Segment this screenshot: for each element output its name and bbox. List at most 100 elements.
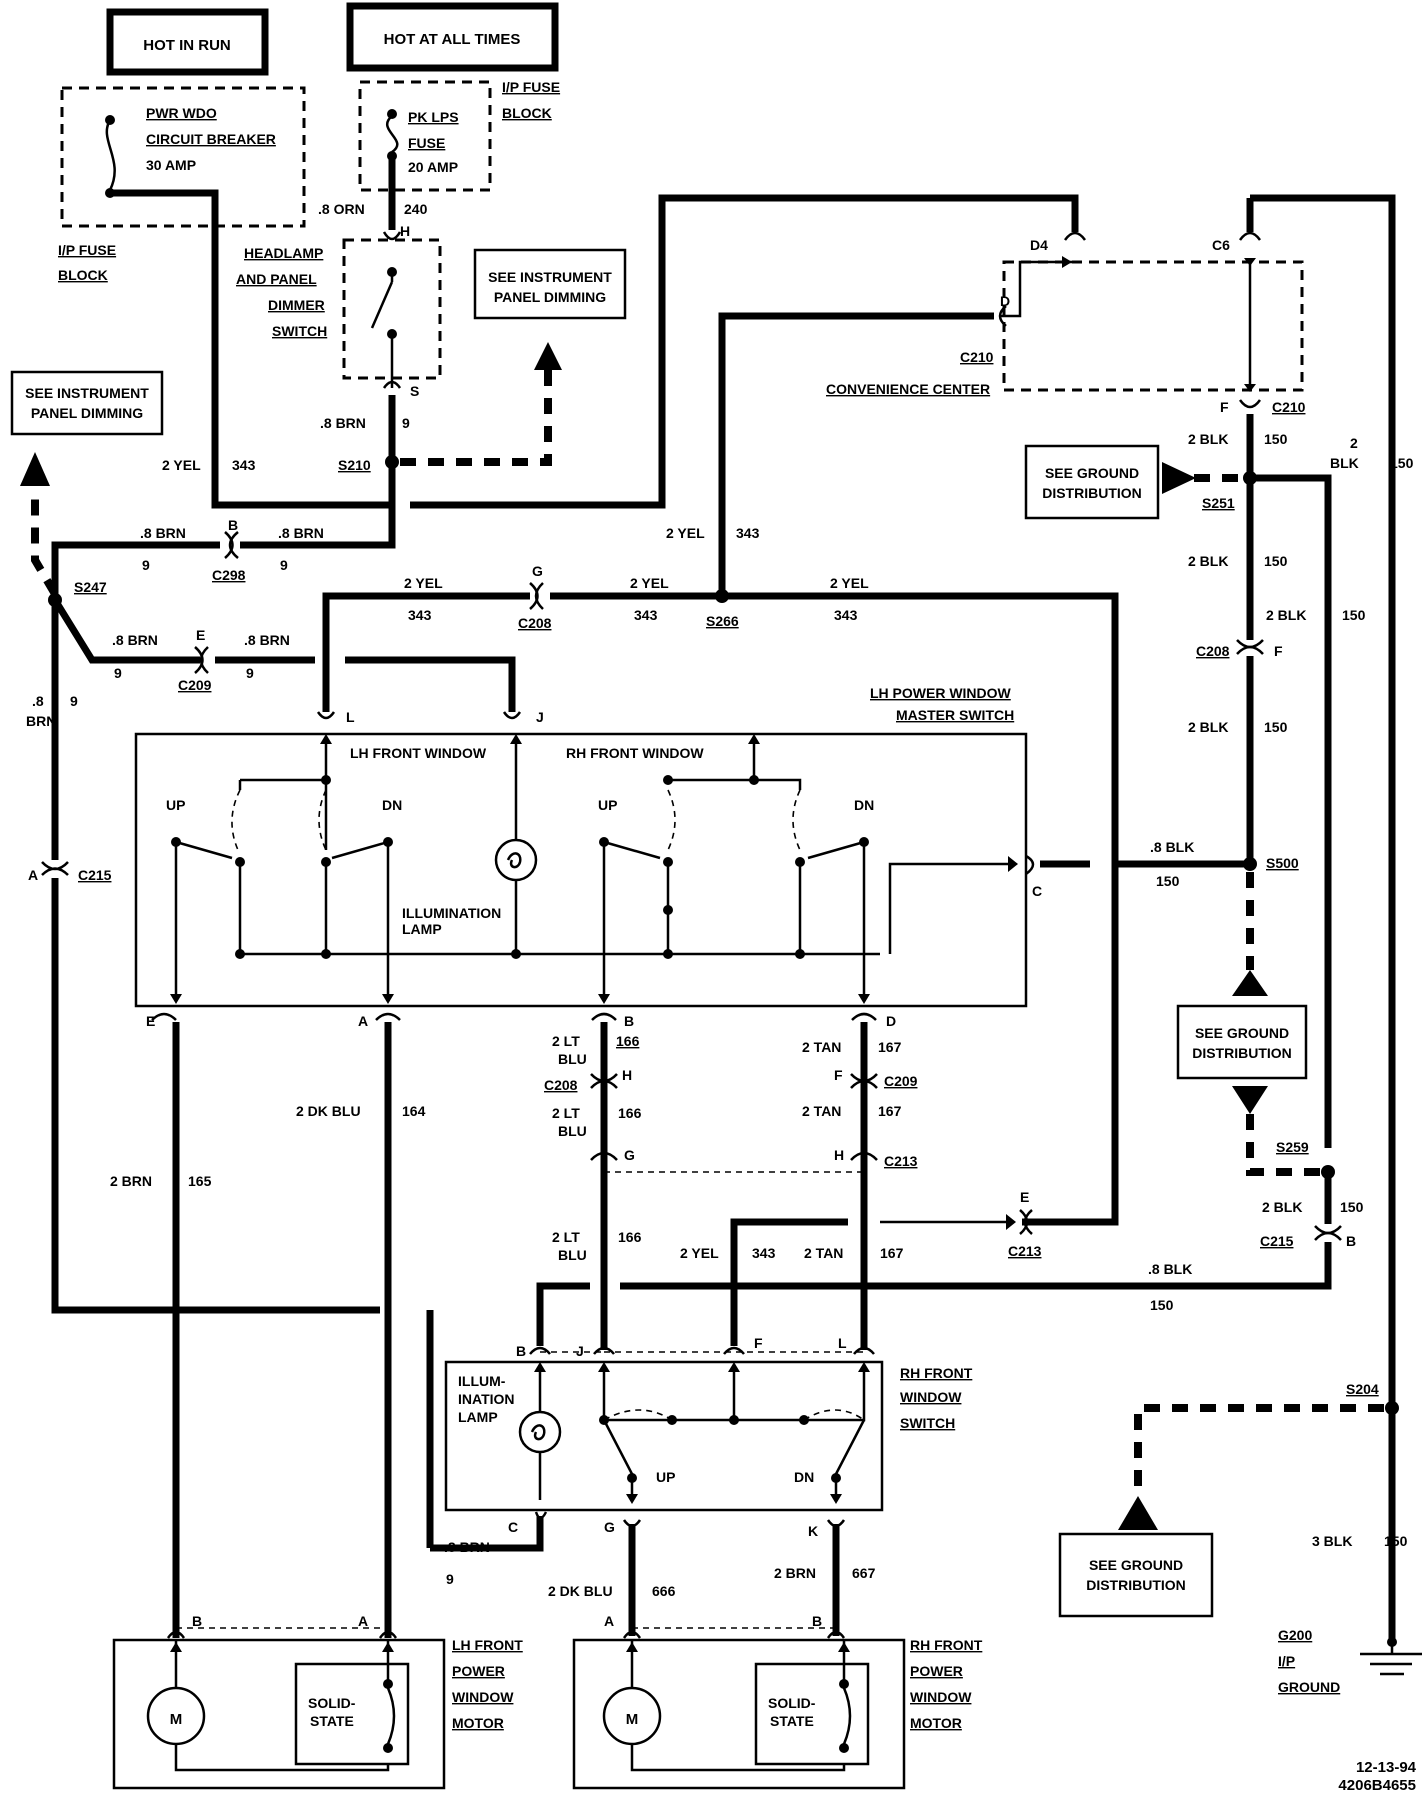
wire-label-brn-f: .8 BRN (444, 1539, 490, 1555)
rh-motor-internals: M SOLID- STATE (602, 1640, 870, 1772)
pin-C6: C6 (1212, 237, 1230, 253)
c215-label-right: C215 (1260, 1233, 1294, 1249)
splice-s500 (1243, 857, 1257, 871)
s210-label: S210 (338, 457, 371, 473)
illumination-lamp-icon (494, 838, 538, 882)
pin-E-c213: E (1020, 1189, 1029, 1205)
convenience-center-box (1002, 260, 1304, 392)
wire-label-2-brn: 2 BRN (110, 1173, 152, 1189)
see-instrument-panel-dimming-box-1 (473, 248, 627, 320)
wire-label-blk-08-b: .8 BLK (1148, 1261, 1192, 1277)
wire-label-blk-b: 2 BLK (1188, 553, 1228, 569)
arrow-up-icon-ground-2 (1118, 1496, 1158, 1530)
see-ipd-label: SEE INSTRUMENT (488, 269, 612, 285)
see-gd-label-b-2: DISTRIBUTION (1192, 1045, 1292, 1061)
c208-label-top: C208 (518, 615, 552, 631)
lh-power-window-master-switch (134, 732, 1028, 1008)
see-ground-distribution-box-2 (1176, 1004, 1308, 1080)
pin-C-rh-switch: C (508, 1519, 518, 1535)
see-gd-label-c: SEE GROUND (1089, 1557, 1183, 1573)
pin-K-rh-switch: K (808, 1523, 818, 1539)
lh-master-label-2: MASTER SWITCH (896, 707, 1014, 723)
wire-2-yel-343-mid (718, 312, 994, 596)
wire-label-lt-blu-c: 2 LT (552, 1229, 580, 1245)
rh-switch-up-label: UP (656, 1469, 675, 1485)
ip-fuse-block-label-left: I/P FUSE (58, 242, 116, 258)
arrow-up-icon-ground (1232, 970, 1268, 996)
wire-label-166-a: 166 (616, 1033, 640, 1049)
wire-label-blk-e: 2 BLK (1262, 1199, 1302, 1215)
wire-label-150-c: 150 (1342, 607, 1366, 623)
wire-label-tan-b: 2 TAN (802, 1103, 841, 1119)
wire-label-150-d: 150 (1264, 719, 1288, 735)
arrow-down-icon-ground (1232, 1086, 1268, 1114)
c209-label-mid: C209 (884, 1073, 918, 1089)
wire-blk-150-right (1250, 194, 1396, 1402)
wire-label-9-b: 9 (142, 557, 150, 573)
rh-illum-label-2: INATION (458, 1391, 515, 1407)
diagram-code: 4206B4655 (1338, 1777, 1416, 1794)
wire-label-150-f: 150 (1150, 1297, 1174, 1313)
headlamp-label: HEADLAMP (244, 245, 323, 261)
lh-motor-label-2: POWER (452, 1663, 505, 1679)
lh-motor-label-3: WINDOW (452, 1689, 514, 1705)
pin-G-c208: G (532, 563, 543, 579)
wire-label-brn-b: .8 BRN (140, 525, 186, 541)
circuit-breaker-symbol (105, 119, 116, 191)
master-switch-internals (170, 734, 1018, 1004)
wire-label-brn-d: .8 BRN (112, 632, 158, 648)
lh-motor-icon (146, 1686, 206, 1746)
splice-s251 (1243, 471, 1257, 485)
wire-label-brn-c: .8 BRN (278, 525, 324, 541)
hot-at-all-times-label: HOT AT ALL TIMES (384, 31, 521, 48)
wire-label-240: 240 (404, 201, 428, 217)
lh-motor-internals: M SOLID- STATE (146, 1640, 410, 1772)
see-ground-distribution-box-1 (1024, 444, 1160, 520)
wire-label-150-b: 150 (1264, 553, 1288, 569)
wire-label-9: 9 (402, 415, 410, 431)
pin-J-rh-switch: J (576, 1343, 584, 1359)
c208-label-right: C208 (1196, 643, 1230, 659)
rh-dn-label: DN (854, 797, 874, 813)
wire-label-brn-e: .8 BRN (244, 632, 290, 648)
breaker-amp-label: 30 AMP (146, 157, 196, 173)
pin-A-lh-motor: A (358, 1613, 368, 1629)
wire-label-167-c: 167 (880, 1245, 904, 1261)
wire-2-yel-343-breaker (110, 189, 392, 509)
wire-label-9-f: 9 (446, 1571, 454, 1587)
wire-label-9-e: 9 (246, 665, 254, 681)
rh-motor-label-2: POWER (910, 1663, 963, 1679)
wire-label-666: 666 (652, 1583, 676, 1599)
wire-2-blk-150-right-branch (1256, 474, 1332, 1148)
wire-label-667: 667 (852, 1565, 876, 1581)
wire-label-yel-d: 2 YEL (630, 575, 669, 591)
wire-label-343: 343 (232, 457, 256, 473)
hot-at-all-times-box (346, 2, 559, 72)
wire-blk-to-rh-switch-b (536, 1282, 590, 1346)
see-ipd-label-2: PANEL DIMMING (494, 289, 606, 305)
see-instrument-panel-dimming-box-2 (10, 370, 164, 436)
headlamp-label-2: AND PANEL (236, 271, 317, 287)
arrow-up-icon (534, 342, 562, 370)
g200-label: G200 (1278, 1627, 1312, 1643)
see-gd-label-2: DISTRIBUTION (1042, 485, 1142, 501)
pin-C-master: C (1032, 883, 1042, 899)
wire-08-brn-9-rh (430, 1516, 544, 1552)
pin-E-master: E (146, 1013, 155, 1029)
see-gd-label: SEE GROUND (1045, 465, 1139, 481)
pin-H-c208: H (622, 1067, 632, 1083)
wire-label-343-c: 343 (408, 607, 432, 623)
s251-label: S251 (1202, 495, 1235, 511)
wire-label-167-b: 167 (878, 1103, 902, 1119)
pin-A-rh-motor: A (604, 1613, 614, 1629)
wire-label-lt-blu-b: 2 LT (552, 1105, 580, 1121)
wire-label-2-right: 2 (1350, 435, 1358, 451)
c213-label-mid: C213 (884, 1153, 918, 1169)
wire-label-lt-blu-a: 2 LT (552, 1033, 580, 1049)
hot-in-run-box (106, 8, 269, 76)
rh-motor-label-3: WINDOW (910, 1689, 972, 1705)
pwr-wdo-label: PWR WDO (146, 105, 217, 121)
c213-label-right: C213 (1008, 1243, 1042, 1259)
lh-solid-state-label-2: STATE (310, 1713, 354, 1729)
ground-dashed-s204 (1134, 1404, 1384, 1496)
